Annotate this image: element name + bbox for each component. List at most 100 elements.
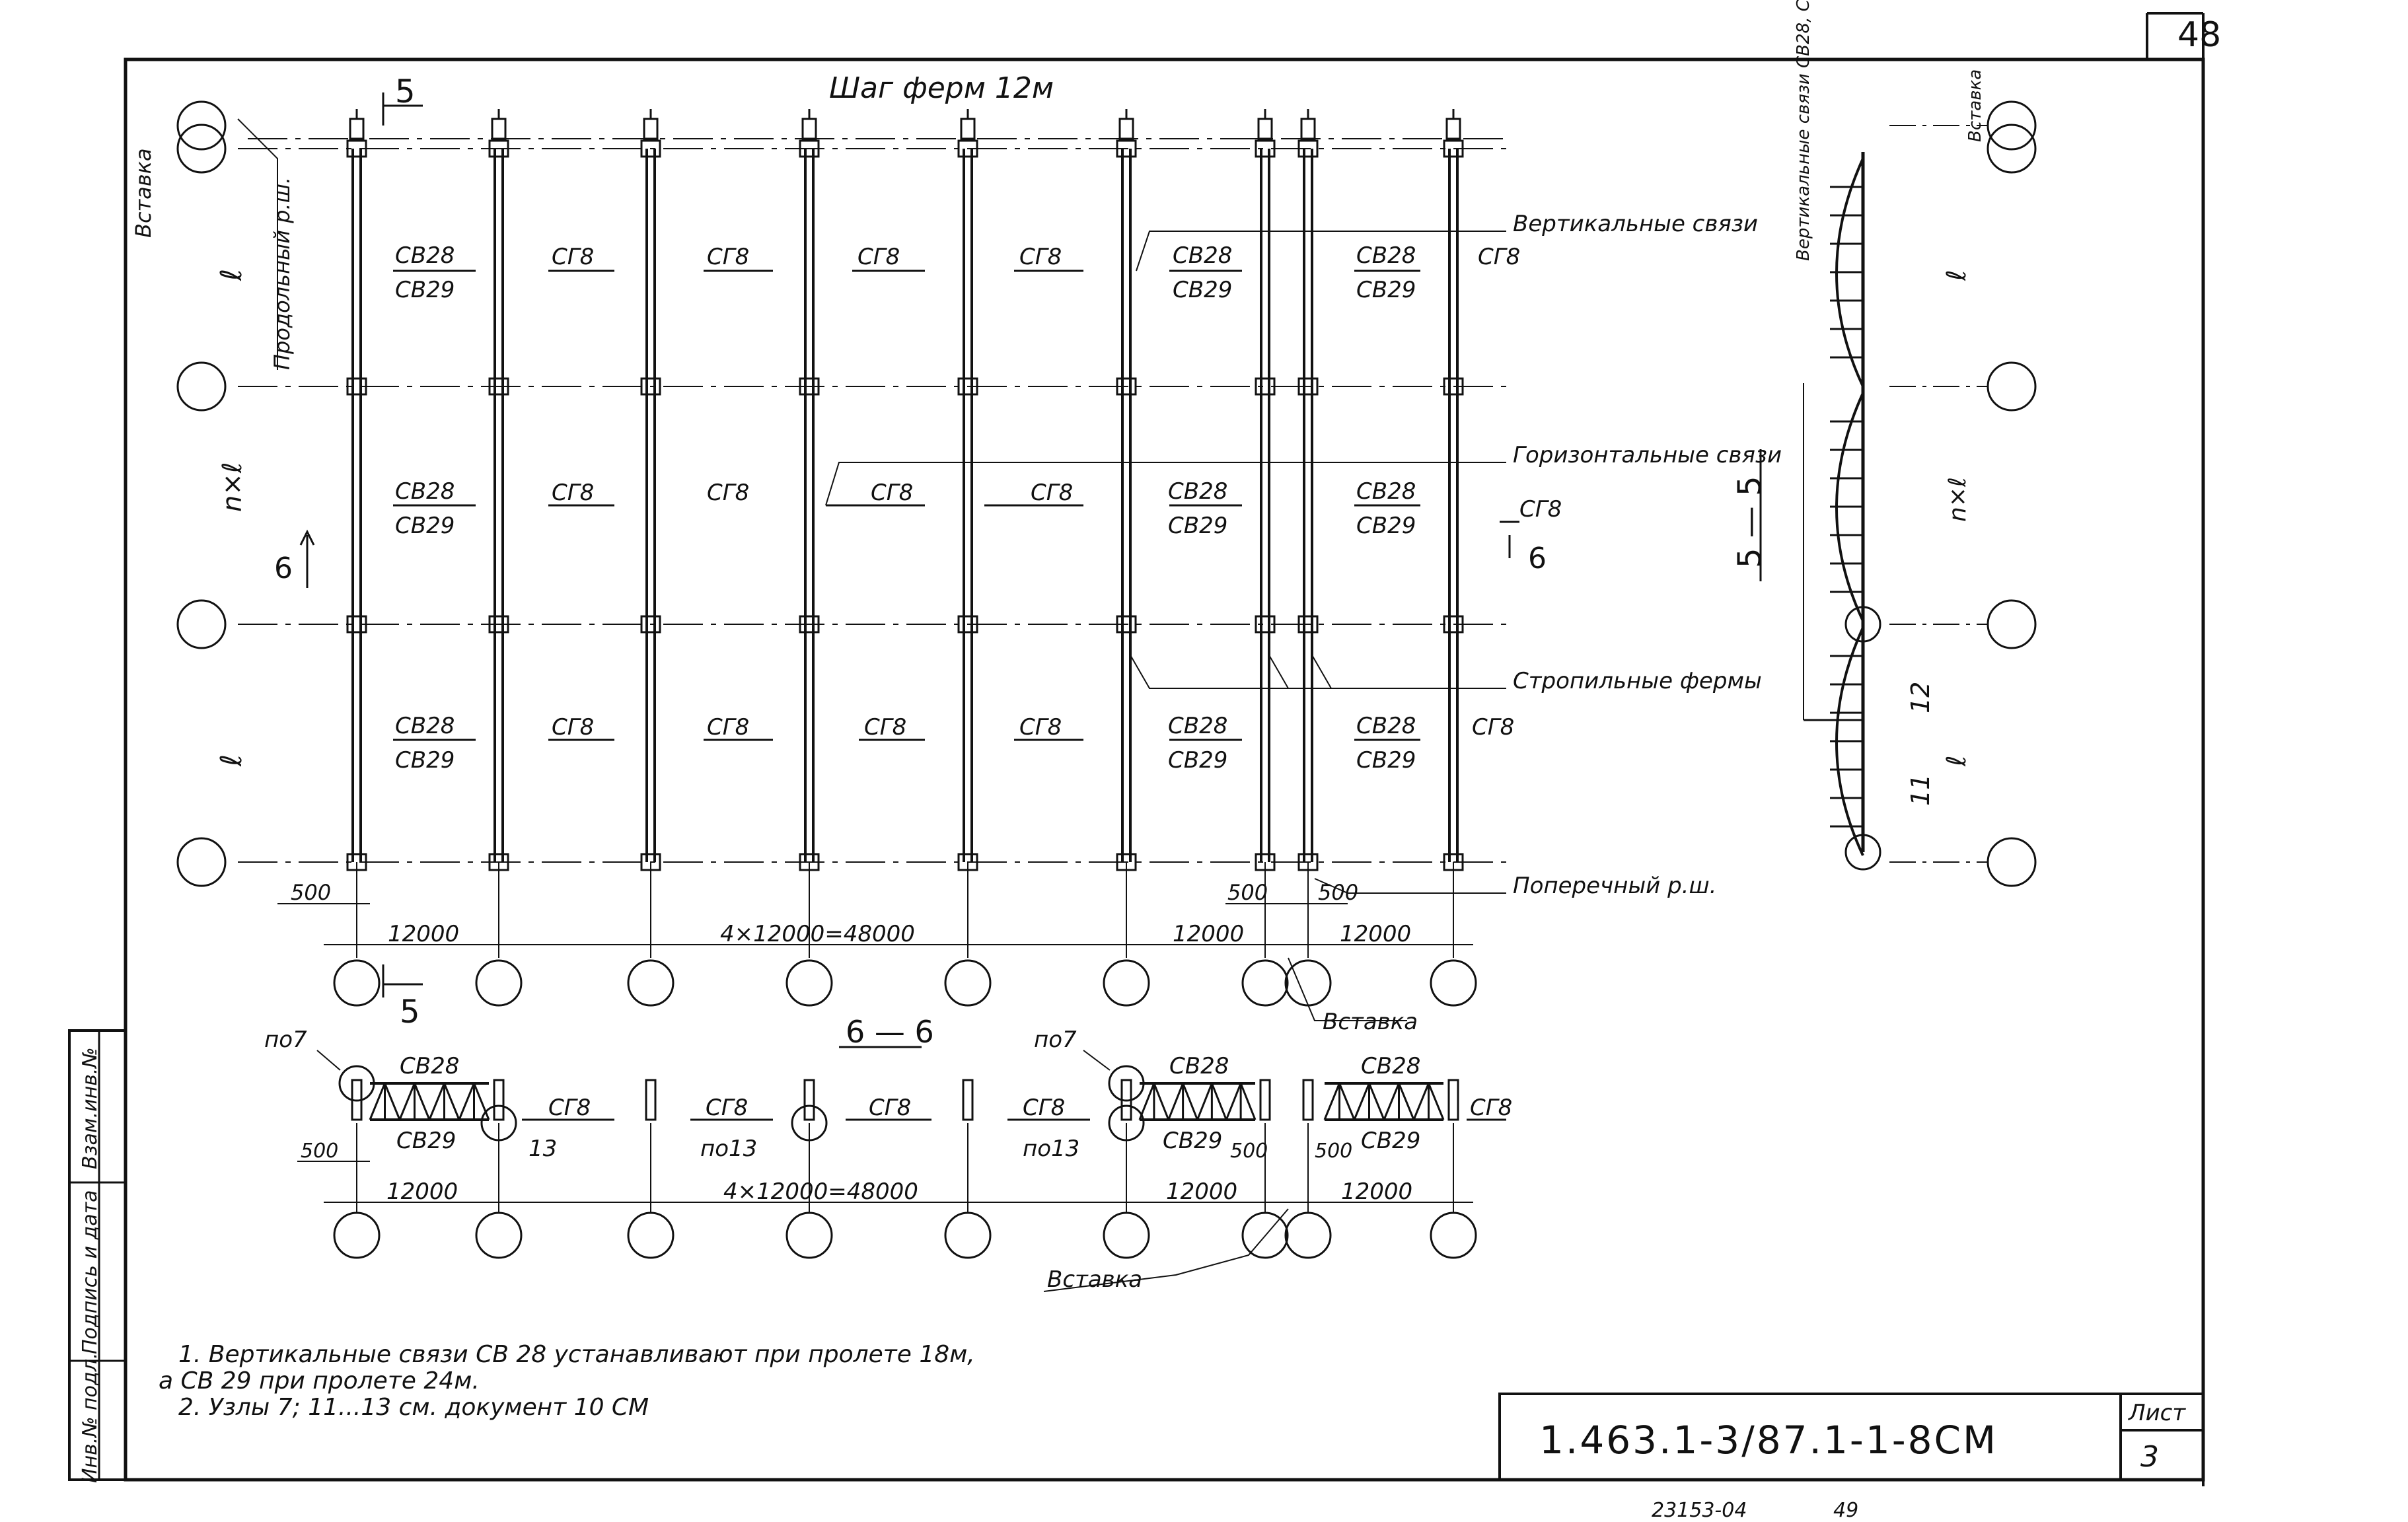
column-head: [1118, 118, 1134, 140]
leader-roof-trusses: [1129, 653, 1506, 689]
section-6-6-node-7: [338, 1065, 375, 1102]
s66-cg8-b: СГ8: [706, 1095, 748, 1121]
truss-node: [346, 615, 367, 634]
vstavka-label-top-left: Вставка: [131, 148, 156, 238]
truss-node: [957, 139, 978, 158]
truss-node: [488, 139, 509, 158]
cb29-r2-a: СВ29: [395, 513, 455, 539]
section-5-5-l-top: ℓ: [1942, 270, 1972, 281]
column-axis-bubble: [627, 959, 675, 1007]
section-6-6-truss-web: [1239, 1083, 1257, 1120]
cb28-r2-a: СВ28: [395, 478, 455, 505]
section-6-6-vstavka-leader: [1043, 1208, 1289, 1292]
cg8-r1-a: СГ8: [552, 244, 594, 270]
truss-node: [799, 139, 820, 158]
cg8-r1-e: СГ8: [1478, 244, 1520, 270]
truss-node: [488, 377, 509, 396]
column-axis-bubble: [475, 959, 523, 1007]
section-6-6-node-13: [480, 1105, 517, 1142]
truss-node: [1116, 377, 1137, 396]
section-mark-5-top: 5: [395, 73, 416, 110]
note-line-3: 2. Узлы 7; 11...13 см. документ 10 СМ: [178, 1394, 649, 1421]
stamp-inv-podl: Инв.№ подл.: [79, 1353, 102, 1483]
section-5-5-node-circle: [1844, 834, 1881, 871]
section-6-6-truss-web: [428, 1083, 445, 1120]
section-5-5-title: 5 — 5: [1732, 476, 1769, 568]
section-6-6-truss-web: [1353, 1083, 1370, 1120]
cg8-r3-b: СГ8: [707, 714, 749, 741]
section-6-6-truss-web: [1138, 1083, 1155, 1120]
title-block-box: [1498, 1393, 2205, 1481]
column-head: [801, 118, 817, 140]
section-6-6-truss-web: [1383, 1083, 1400, 1120]
section-6-6-truss-stub: [1302, 1079, 1314, 1121]
truss-node: [957, 615, 978, 634]
section-6-6-truss-web: [1196, 1083, 1213, 1120]
truss-node: [1297, 139, 1319, 158]
section-6-6-graphics: [297, 1046, 1506, 1292]
section-6-6-truss-stub: [645, 1079, 657, 1121]
section-6-6-truss-web: [1368, 1083, 1385, 1120]
section-6-6-truss-web: [443, 1083, 460, 1120]
s66-po7-left: по7: [264, 1027, 307, 1053]
section-6-6-axis-bubble: [1284, 1212, 1332, 1259]
section-6-6-truss-web: [1210, 1083, 1227, 1120]
column-head: [643, 118, 659, 140]
section-6-6-node-7: [1108, 1065, 1145, 1102]
section-6-6-truss-web: [1167, 1083, 1185, 1120]
section-6-6-axis-bubble: [333, 1212, 381, 1259]
section-6-6-truss-stub: [962, 1079, 974, 1121]
row-axis-bubble: [176, 124, 227, 174]
section-mark-5-bottom: 5: [400, 994, 420, 1031]
section-5-5-node-11: 11: [1906, 774, 1935, 806]
section-6-6-po7-leader-b: [1083, 1050, 1111, 1071]
section-6-6-axis-bubble: [944, 1212, 992, 1259]
s66-dim-500-a: 500: [301, 1140, 338, 1163]
sheet-number: 3: [2140, 1440, 2159, 1474]
truss-node: [1297, 615, 1319, 634]
section-6-6-truss-web: [1398, 1083, 1415, 1120]
section-5-5-axis-bubble: [1987, 599, 2037, 649]
s66-dim-500-b: 500: [1230, 1140, 1268, 1163]
cb28-r3-a: СВ28: [395, 713, 455, 739]
s66-po7-right: по7: [1034, 1027, 1077, 1053]
truss-node: [1443, 615, 1464, 634]
s66-vstavka: Вставка: [1047, 1266, 1142, 1293]
truss-node: [957, 377, 978, 396]
section-5-5-axis-bubble: [1987, 837, 2037, 887]
section-6-6-axis-bubble: [1241, 1212, 1289, 1259]
dim-12000-left: 12000: [388, 921, 459, 947]
section-6-6-truss-web: [1323, 1083, 1340, 1120]
s66-po13-a: по13: [700, 1136, 757, 1162]
cg8-r1-c: СГ8: [857, 244, 900, 270]
section-5-5-nl: n×ℓ: [1944, 477, 1971, 522]
section-6-6-truss-web: [1225, 1083, 1242, 1120]
cb29-r3-b: СВ29: [1168, 747, 1227, 774]
cb28-r2-c: СВ28: [1356, 478, 1416, 505]
row-l-top: ℓ: [215, 269, 248, 281]
truss-node: [640, 615, 661, 634]
section-6-arrow-left: [299, 529, 315, 588]
section-6-6-po7-leader: [316, 1050, 341, 1071]
truss-node: [1297, 377, 1319, 396]
section-5-5-vstavka: Вставка: [1965, 69, 1985, 142]
sheet-label: Лист: [2127, 1400, 2186, 1426]
section-6-6-truss-stub: [803, 1079, 815, 1121]
dim-12000-right-b: 12000: [1340, 921, 1411, 947]
row-axis-bubble-vstavka: [176, 100, 227, 151]
cg8-r2-c: СГ8: [871, 480, 913, 506]
s66-cb28-b: СВ28: [1169, 1053, 1229, 1079]
section-mark-6-left: 6: [274, 552, 293, 585]
s66-cb29-a: СВ29: [396, 1128, 456, 1154]
column-head: [1300, 118, 1316, 140]
column-head: [960, 118, 976, 140]
cb29-r2-c: СВ29: [1356, 513, 1416, 539]
section-6-6-axis-bubble: [1430, 1212, 1477, 1259]
truss-node: [1443, 139, 1464, 158]
section-6-6-truss-stub: [1447, 1079, 1459, 1121]
section-5-5-l-bottom: ℓ: [1942, 755, 1972, 767]
dim-500-right-b: 500: [1318, 880, 1358, 905]
section-6-arrow-right: [1500, 521, 1519, 558]
column-axis-bubble: [1241, 959, 1289, 1007]
row-axis-bubble: [176, 837, 227, 887]
